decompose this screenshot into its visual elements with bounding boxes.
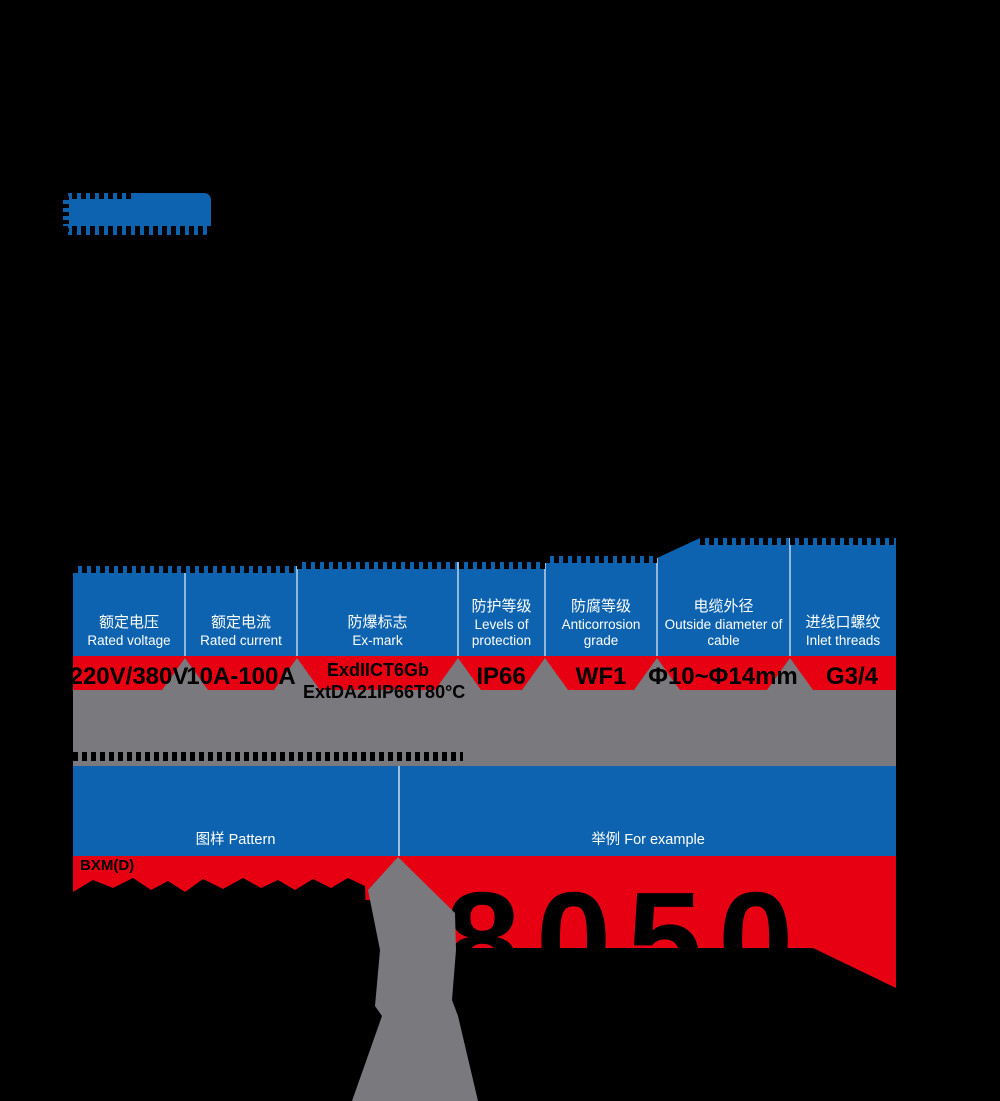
heading-text-cutout bbox=[73, 752, 463, 761]
divider-triangle bbox=[634, 658, 680, 690]
heading-text-cutout bbox=[545, 556, 657, 563]
col-label-zh: 进线口螺纹 bbox=[805, 614, 881, 632]
heading-text-cutout bbox=[73, 566, 297, 573]
spec-value: Φ10~Φ14mm bbox=[648, 663, 798, 690]
col-label-en: Levels of protection bbox=[471, 617, 532, 649]
spec-col-protection-level: 防护等级 Levels of protection bbox=[458, 562, 545, 656]
example-black-silhouette bbox=[398, 948, 896, 1101]
col-label-zh: 防护等级 bbox=[471, 598, 532, 616]
column-divider bbox=[544, 562, 546, 656]
column-divider bbox=[457, 562, 459, 656]
example-table-header: 图样 Pattern 举例 For example bbox=[73, 766, 896, 856]
spec-value: 220V/380V bbox=[69, 663, 189, 690]
col-label-en: Rated current bbox=[200, 633, 282, 649]
divider-triangle bbox=[767, 658, 813, 690]
column-divider bbox=[789, 538, 791, 656]
badge-top-text-cutout bbox=[63, 189, 133, 199]
col-label-en: Anticorrosion grade bbox=[561, 617, 641, 649]
divider-triangle bbox=[522, 658, 568, 690]
col-label-zh: 防腐等级 bbox=[570, 598, 631, 616]
divider-triangle bbox=[435, 658, 481, 690]
col-label-en: Inlet threads bbox=[805, 633, 881, 649]
spec-value: WF1 bbox=[575, 663, 627, 690]
example-header-label: 举例 For example bbox=[591, 832, 705, 848]
pattern-header-label: 图样 Pattern bbox=[195, 832, 276, 848]
spec-col-rated-voltage: 额定电压 Rated voltage bbox=[73, 566, 185, 656]
col-label-zh: 电缆外径 bbox=[693, 598, 754, 616]
spec-table-red-band bbox=[73, 656, 896, 690]
col-label-zh: 额定电压 bbox=[98, 614, 159, 632]
spec-col-rated-current: 额定电流 Rated current bbox=[185, 566, 297, 656]
spec-col-anticorrosion-grade: 防腐等级 Anticorrosion grade bbox=[545, 556, 657, 656]
badge-bottom-text-cutout bbox=[63, 226, 211, 238]
col-label-en: Outside diameter of cable bbox=[664, 617, 783, 649]
column-divider bbox=[656, 558, 658, 656]
spec-value: 10A-100A bbox=[186, 663, 296, 690]
example-header-cell: 举例 For example bbox=[398, 766, 896, 856]
col-label-zh: 防爆标志 bbox=[347, 614, 408, 632]
pattern-drawing-silhouette bbox=[73, 878, 366, 1101]
spec-col-cable-diameter: 电缆外径 Outside diameter of cable bbox=[657, 538, 790, 656]
heading-text-cutout bbox=[700, 538, 896, 545]
spec-value: G3/4 bbox=[825, 663, 879, 690]
divider-triangle bbox=[274, 658, 320, 690]
col-label-zh: 额定电流 bbox=[210, 614, 271, 632]
spec-col-inlet-threads: 进线口螺纹 Inlet threads bbox=[790, 538, 896, 656]
column-divider bbox=[184, 566, 186, 656]
col-label-en: Rated voltage bbox=[87, 633, 171, 649]
spec-value: ExdIICT6Gb ExtDA21IP66T80°C bbox=[303, 660, 466, 702]
pattern-header-cell: 图样 Pattern bbox=[73, 766, 398, 856]
col-label-en: Ex-mark bbox=[352, 633, 403, 649]
spec-col-ex-mark: 防爆标志 Ex-mark bbox=[297, 562, 458, 656]
column-divider bbox=[296, 566, 298, 656]
spec-value: IP66 bbox=[476, 663, 526, 690]
divider-triangle bbox=[162, 658, 208, 690]
pattern-model-label: BXM(D) bbox=[80, 857, 135, 874]
heading-text-cutout bbox=[297, 562, 545, 569]
badge-left-text-cutout bbox=[60, 196, 69, 232]
